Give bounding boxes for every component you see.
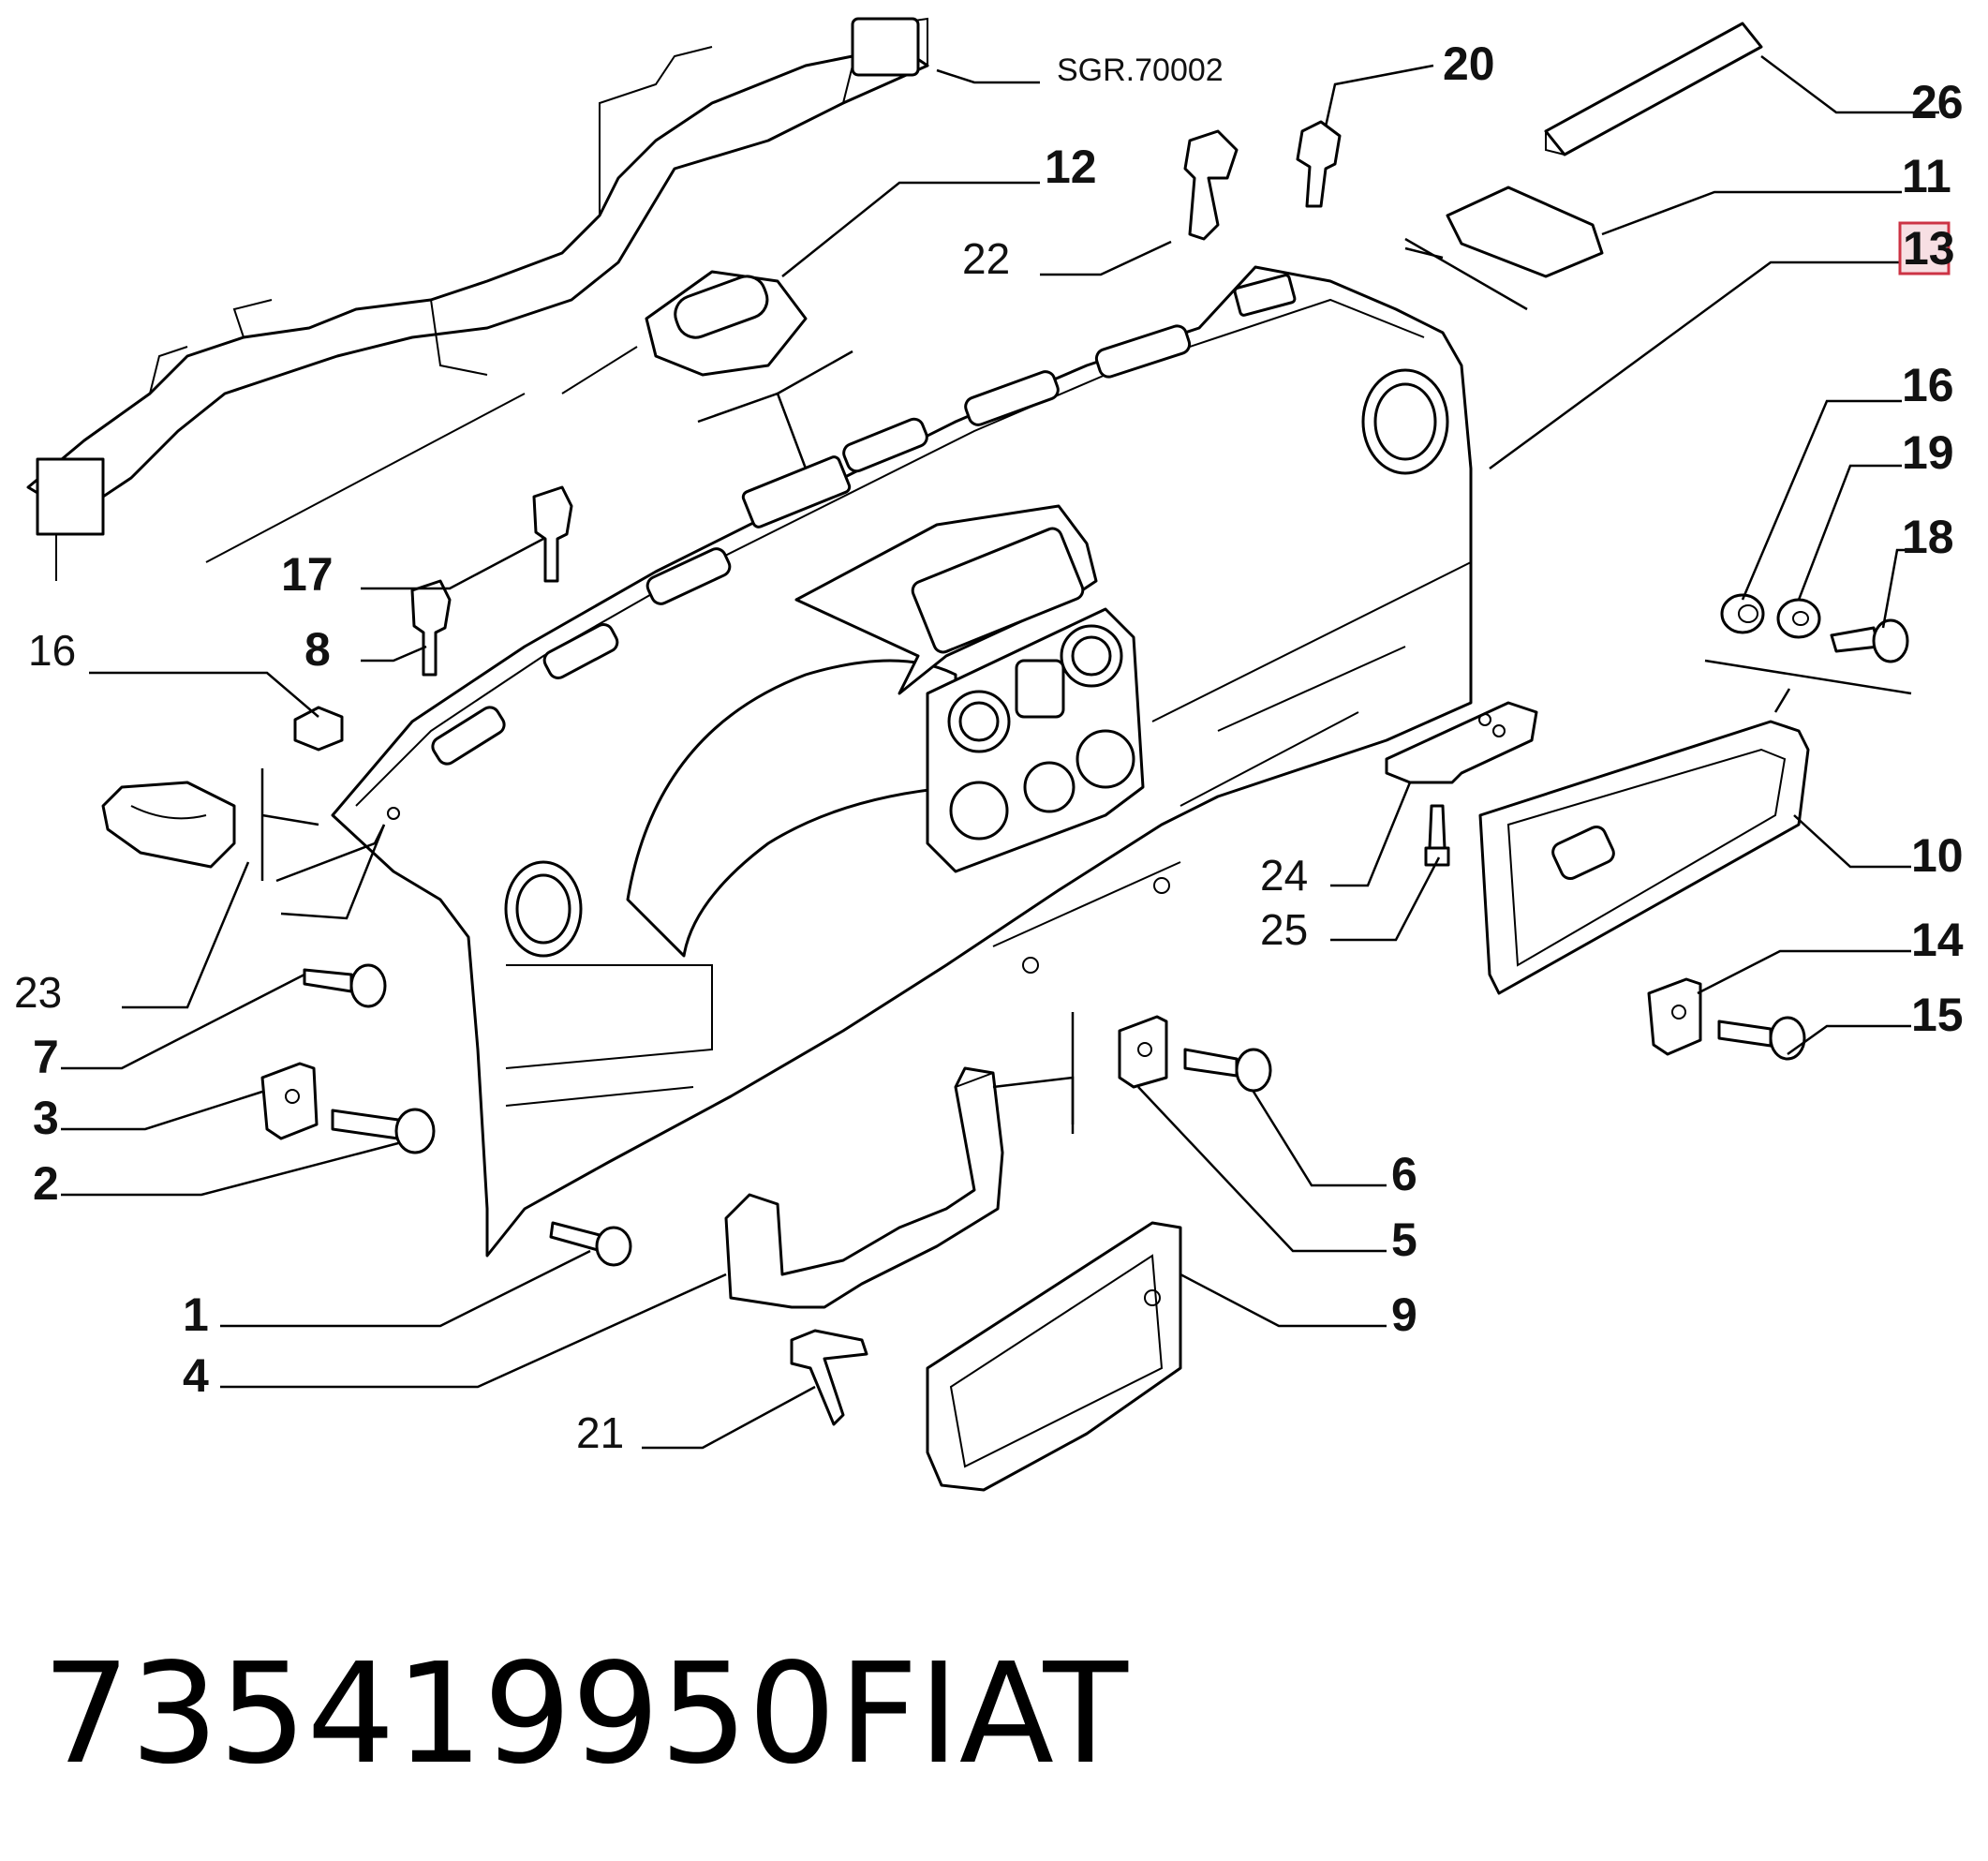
leader-lines bbox=[61, 55, 1939, 1450]
footer: 735419950 FIAT bbox=[42, 1633, 1129, 1794]
label-2: 2 bbox=[33, 1157, 59, 1210]
part-6-bolt bbox=[1183, 1048, 1272, 1093]
part-17-stud bbox=[532, 485, 573, 583]
part-2-bolt bbox=[331, 1108, 436, 1154]
label-10: 10 bbox=[1911, 829, 1964, 882]
label-19: 19 bbox=[1902, 426, 1954, 479]
label-11: 11 bbox=[1902, 150, 1951, 202]
part-19-washer bbox=[1776, 598, 1821, 639]
brand-name: FIAT bbox=[838, 1633, 1129, 1794]
label-25: 25 bbox=[1260, 905, 1308, 954]
label-26: 26 bbox=[1911, 76, 1964, 128]
label-20: 20 bbox=[1443, 37, 1495, 90]
label-24: 24 bbox=[1260, 851, 1308, 900]
part-12-cover bbox=[645, 270, 808, 377]
label-23: 23 bbox=[14, 968, 62, 1017]
part-5-clip bbox=[1118, 1015, 1168, 1089]
part-7-bolt bbox=[303, 963, 387, 1008]
label-21: 21 bbox=[576, 1408, 624, 1457]
label-14: 14 bbox=[1911, 914, 1964, 966]
part-21-clip bbox=[790, 1329, 868, 1426]
part-26-strip bbox=[1544, 22, 1763, 156]
part-9-panel bbox=[926, 1221, 1182, 1492]
part-11-pad bbox=[1446, 186, 1604, 278]
labels: SGR.70002 20 26 11 13 12 22 16 19 18 17 … bbox=[14, 37, 1964, 1457]
part-4-bracket bbox=[724, 1066, 1004, 1309]
label-12: 12 bbox=[1045, 141, 1097, 193]
part-15-bolt bbox=[1717, 1016, 1806, 1061]
reference-code: SGR.70002 bbox=[1057, 52, 1224, 88]
part-8-stud bbox=[410, 579, 452, 677]
label-15: 15 bbox=[1911, 989, 1964, 1041]
label-7: 7 bbox=[33, 1031, 59, 1083]
part-24-bracket bbox=[1385, 701, 1538, 784]
label-16-right: 16 bbox=[1902, 359, 1954, 411]
part-14-clip bbox=[1647, 977, 1702, 1056]
part-3-clip bbox=[260, 1062, 319, 1140]
part-10-glovebox bbox=[1478, 720, 1810, 995]
label-13: 13 bbox=[1903, 222, 1955, 275]
label-1: 1 bbox=[183, 1288, 209, 1341]
part-16-nut-left bbox=[293, 706, 344, 752]
label-16-left: 16 bbox=[28, 626, 76, 675]
label-22: 22 bbox=[962, 234, 1010, 283]
label-5: 5 bbox=[1391, 1213, 1417, 1266]
part-20-stud bbox=[1296, 120, 1342, 208]
part-23-bracket bbox=[101, 781, 236, 869]
part-25-screw bbox=[1424, 804, 1450, 867]
part-number: 735419950 bbox=[42, 1633, 836, 1794]
label-9: 9 bbox=[1391, 1288, 1417, 1341]
label-17: 17 bbox=[281, 548, 334, 601]
label-8: 8 bbox=[304, 623, 331, 676]
part-16-nut-right bbox=[1720, 593, 1765, 634]
label-3: 3 bbox=[33, 1092, 59, 1144]
part-18-bolt bbox=[1830, 618, 1909, 663]
part-1-bolt bbox=[549, 1221, 632, 1267]
label-6: 6 bbox=[1391, 1148, 1417, 1200]
label-18: 18 bbox=[1902, 511, 1954, 563]
label-13-highlight: 13 bbox=[1898, 221, 1955, 275]
cross-car-beam bbox=[26, 17, 929, 581]
dashboard-panel bbox=[331, 265, 1473, 1258]
part-22-bolt bbox=[1183, 129, 1239, 241]
label-4: 4 bbox=[183, 1349, 209, 1402]
